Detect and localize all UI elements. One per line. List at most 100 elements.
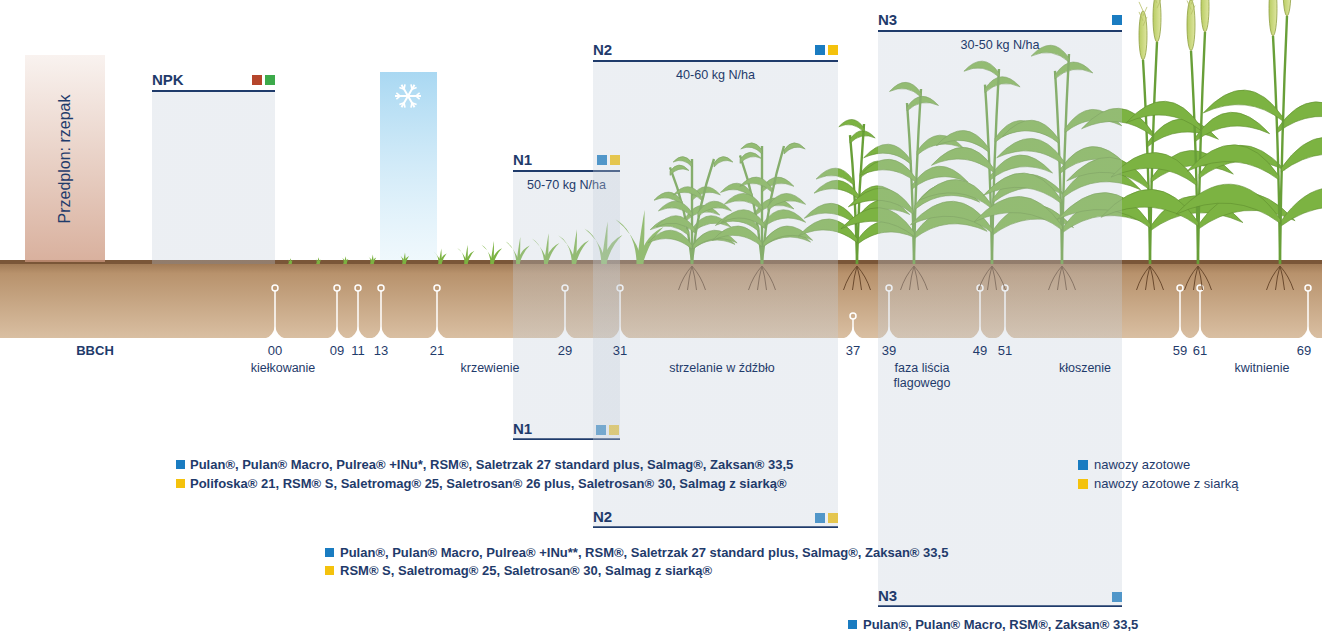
wheat-awn (1139, 2, 1143, 11)
band-swatch (265, 75, 275, 85)
wheat-plant (481, 241, 502, 264)
tick-dot (1305, 285, 1311, 291)
tick-notch (1171, 326, 1189, 338)
root (1146, 266, 1151, 290)
band-swatch (252, 75, 262, 85)
fertilizer-swatch (176, 460, 185, 469)
wheat-plant (315, 257, 321, 264)
wheat-stem (1273, 36, 1280, 264)
dose-heading: N2 (593, 508, 612, 525)
wheat-stem (1280, 16, 1287, 264)
bbch-number: 11 (345, 343, 371, 358)
fertilization-band: N2 40-60 kg N/ha (593, 40, 838, 527)
snowflake-arm (408, 96, 415, 107)
tick-dot (434, 285, 440, 291)
wheat-plant (1101, 0, 1295, 290)
fertilization-band: N330-50 kg N/ha (878, 10, 1122, 606)
bbch-number: 39 (876, 343, 902, 358)
wheat-leaf (1281, 137, 1322, 172)
legend-swatch (1078, 479, 1088, 489)
wheat-plant (341, 256, 348, 264)
tick-notch (328, 326, 346, 338)
root (1150, 266, 1155, 290)
tick-dot (850, 313, 856, 319)
root (857, 266, 862, 290)
crop-label: Przedplon: rzepak (56, 94, 74, 223)
dose-heading: N1 (513, 420, 532, 437)
wheat-awn (1139, 12, 1143, 21)
tick-dot (378, 285, 384, 291)
tick-notch (349, 326, 367, 338)
preceding-crop-band: Przedplon: rzepak (25, 55, 105, 262)
wheat-plant (399, 252, 409, 264)
seedling-leaf (371, 257, 377, 264)
wheat-ear (1283, 0, 1291, 16)
root (1150, 266, 1164, 290)
root (1194, 266, 1199, 290)
snowflake-branch (416, 96, 420, 99)
wheat-leaf (1195, 112, 1269, 141)
snowflake-branch (396, 93, 400, 96)
tick-dot (272, 285, 278, 291)
snowflake-arm (395, 95, 408, 97)
band-heading: N3 (878, 10, 1122, 30)
tick-dot (355, 285, 361, 291)
wheat-awn (1153, 0, 1157, 3)
wheat-ear (1187, 0, 1195, 51)
dose-label: 40-60 kg N/ha (593, 68, 838, 82)
fertilizer-swatch (848, 620, 857, 629)
snowflake-arm (408, 85, 415, 96)
band-swatch (828, 45, 838, 55)
root (1198, 266, 1212, 290)
tick-notch (266, 326, 284, 338)
bbch-number: 31 (607, 343, 633, 358)
bbch-number: 61 (1187, 343, 1213, 358)
bbch-number: 00 (262, 343, 288, 358)
wheat-leaf (1176, 184, 1280, 223)
bbch-number: 69 (1291, 343, 1317, 358)
snowflake-arm (402, 85, 409, 96)
band-swatch (1112, 15, 1122, 25)
wheat-plant (287, 258, 292, 264)
seedling-leaf (344, 259, 349, 264)
growth-stage: faza liścia flagowego (876, 361, 968, 391)
root (1185, 266, 1199, 290)
wheat-leaf (1111, 152, 1197, 185)
bbch-number: 51 (992, 343, 1018, 358)
bbch-number: 37 (840, 343, 866, 358)
wheat-awn (1143, 7, 1147, 16)
wheat-leaf (1280, 188, 1322, 227)
band-heading: N2 (593, 40, 838, 60)
snowflake-arm (408, 95, 421, 97)
tick-notch (428, 326, 446, 338)
wheat-leaf (839, 119, 864, 132)
root (1198, 266, 1203, 290)
fertilizer-swatch (325, 548, 334, 557)
bbch-number: 49 (967, 343, 993, 358)
tick-dot (1177, 285, 1183, 291)
wheat-leaf (1187, 145, 1279, 180)
root (857, 266, 871, 290)
wheat-stem (1198, 32, 1205, 264)
growth-stage: krzewienie (440, 361, 540, 376)
fertilizer-list: Pulan®, Pulan® Macro, Pulrea® +INu*, RSM… (190, 457, 793, 472)
growth-stage: strzelanie w źdźbło (647, 361, 797, 376)
bbch-number: 21 (424, 343, 450, 358)
wheat-ear (1153, 0, 1161, 42)
wheat-awn (1187, 1, 1191, 10)
root (1267, 266, 1281, 290)
seedling-leaf (317, 259, 321, 264)
bbch-number: 29 (552, 343, 578, 358)
legend-text: nawozy azotowe (1094, 457, 1190, 472)
wheat-leaf (1203, 90, 1282, 121)
axis-title: BBCH (70, 343, 120, 358)
seedling-leaf (439, 253, 447, 264)
frost-band (380, 72, 437, 264)
root (844, 266, 858, 290)
tick-notch (1191, 326, 1209, 338)
legend-text: nawozy azotowe z siarką (1094, 476, 1239, 491)
fertilization-band: NPK (152, 70, 275, 264)
bbch-number: 13 (368, 343, 394, 358)
wheat-awn (1143, 17, 1147, 26)
root (1276, 266, 1281, 290)
